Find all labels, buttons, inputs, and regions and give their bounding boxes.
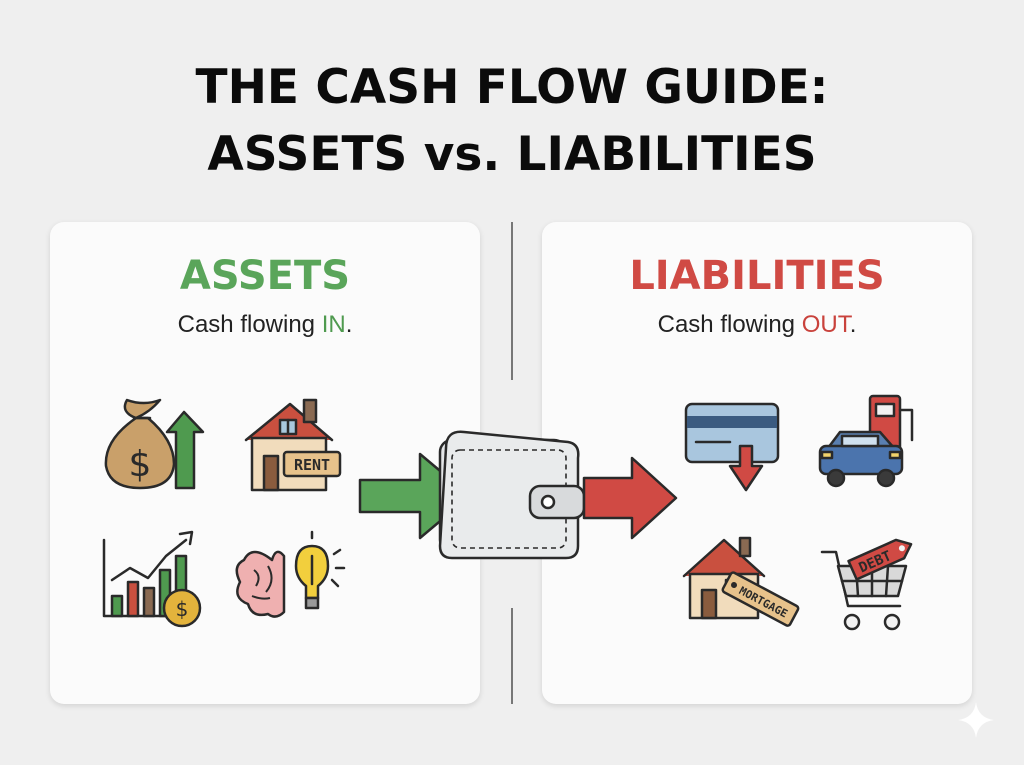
liabilities-subtitle-accent: OUT [801, 311, 850, 338]
red-arrow-out-icon [582, 456, 678, 540]
svg-text:$: $ [129, 444, 152, 485]
rental-house-icon: RENT [244, 398, 342, 492]
credit-card-icon [684, 402, 780, 492]
assets-subtitle-accent: IN [321, 311, 346, 338]
assets-subtitle-prefix: Cash flowing [177, 311, 322, 338]
title-line-2: ASSETS vs. LIABILITIES [207, 127, 817, 182]
debt-cart-icon: DEBT [820, 538, 913, 631]
growth-chart-icon: $ [102, 530, 202, 628]
liabilities-subtitle: Cash flowing OUT. [542, 310, 972, 340]
divider-top [511, 222, 513, 380]
liabilities-subtitle-prefix: Cash flowing [657, 311, 802, 338]
wallet-icon [438, 430, 586, 560]
assets-subtitle-suffix: . [345, 311, 353, 338]
liabilities-subtitle-suffix: . [849, 311, 857, 338]
mortgage-house-icon: MORTGAGE [682, 536, 800, 627]
svg-text:$: $ [176, 597, 189, 621]
money-bag-icon: $ [104, 398, 205, 490]
liabilities-heading: LIABILITIES [629, 253, 885, 299]
title-line-1: THE CASH FLOW GUIDE: [195, 60, 829, 115]
assets-heading: ASSETS [179, 253, 351, 299]
rent-label: RENT [294, 456, 330, 474]
sparkle-icon [958, 702, 994, 738]
assets-subtitle: Cash flowing IN. [50, 310, 480, 340]
brain-idea-icon [235, 530, 346, 618]
assets-panel: ASSETS Cash flowing IN. [50, 222, 480, 704]
car-fuel-icon [818, 394, 914, 488]
divider-bottom [511, 608, 513, 704]
